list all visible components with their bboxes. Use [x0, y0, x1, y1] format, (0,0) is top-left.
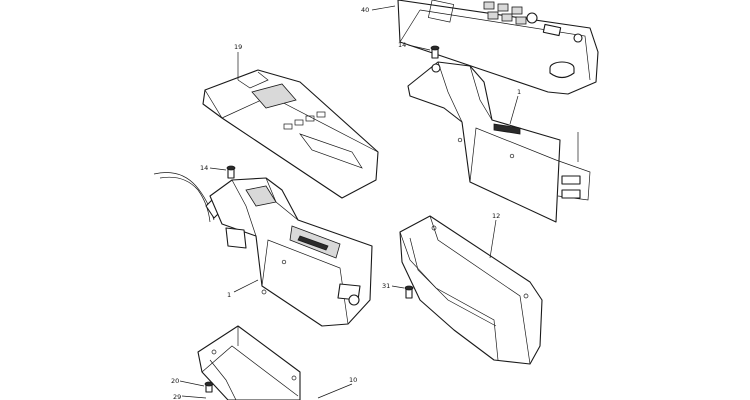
- callout-40: 40: [361, 6, 369, 14]
- callout-1-right: 1: [517, 88, 521, 96]
- control-panel-part-40: [397, 0, 599, 95]
- screw-14-left: [226, 165, 236, 179]
- side-cover-part-12: [399, 215, 543, 365]
- callout-14-left: 14: [200, 164, 208, 172]
- callout-12: 12: [492, 212, 500, 220]
- callout-29: 29: [173, 393, 181, 400]
- callout-1-center: 1: [227, 291, 231, 299]
- console-cover-part-19: [202, 69, 379, 199]
- screw-14-top: [430, 45, 440, 59]
- callout-19: 19: [234, 43, 242, 51]
- cover-slots: [283, 111, 363, 169]
- callout-31: 31: [382, 282, 390, 290]
- knob: [549, 61, 575, 79]
- callout-14-top: 14: [398, 41, 406, 49]
- bottom-tray-part-10: [197, 325, 301, 400]
- callout-10: 10: [349, 376, 357, 384]
- switch-cluster: [483, 1, 538, 25]
- bracket-frame-part-1-right: [407, 61, 591, 223]
- callout-20: 20: [171, 377, 179, 385]
- screw-31: [404, 285, 414, 299]
- screw-20: [204, 381, 214, 393]
- console-body-part-1-center: [153, 172, 373, 327]
